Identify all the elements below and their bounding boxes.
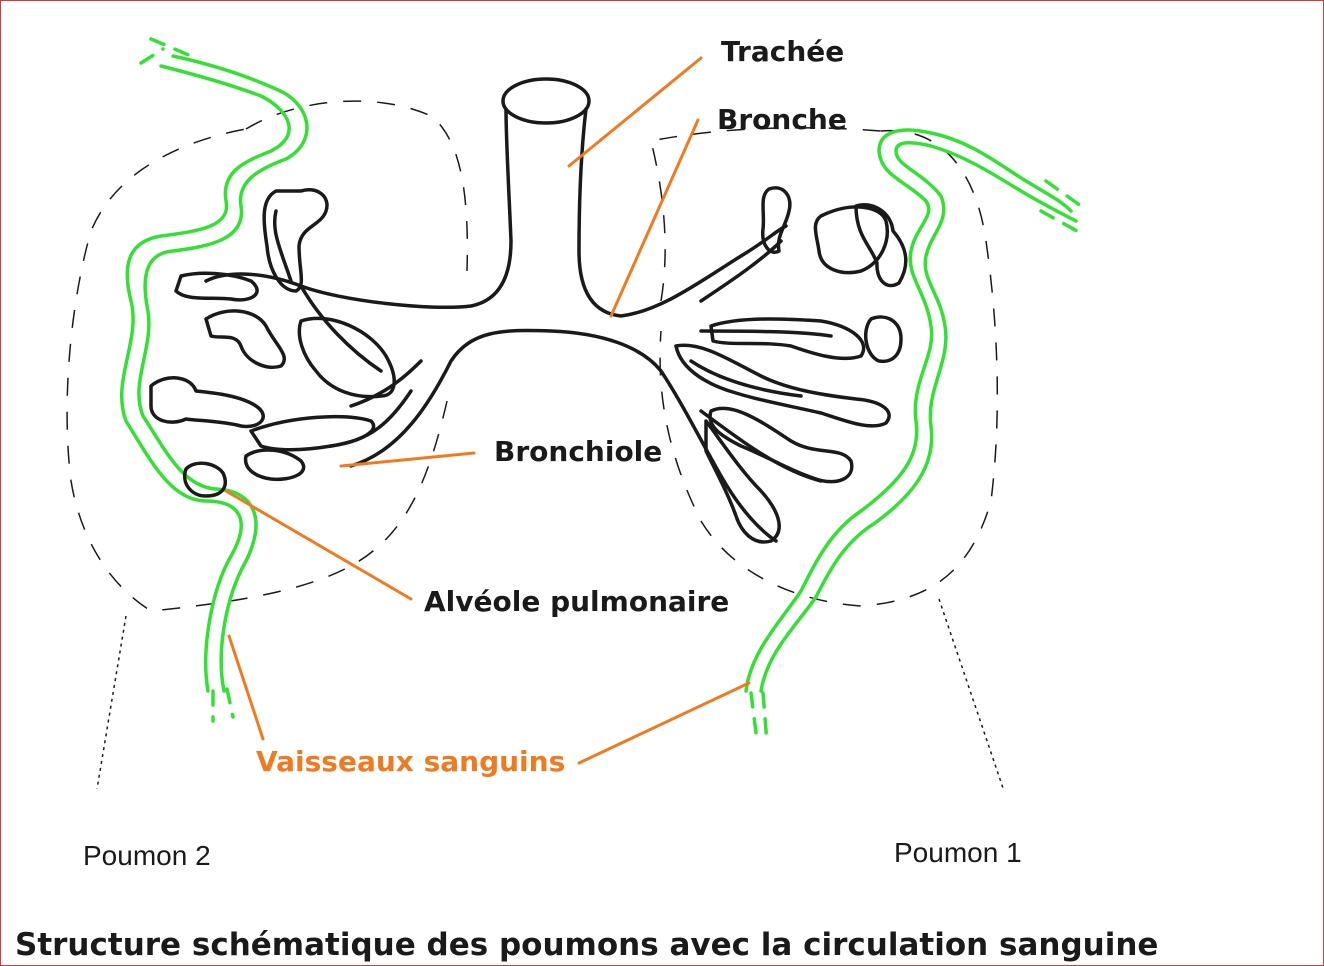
right-lobe-4: [711, 319, 864, 358]
leader-bronche: [611, 120, 698, 316]
trachea-opening: [503, 79, 589, 123]
right-vessel-end-bottom: [751, 693, 767, 743]
right-vessel-inner: [761, 143, 1076, 691]
left-lobe-7: [246, 450, 304, 479]
leader-vaisseaux-left: [229, 636, 263, 739]
figure-caption: Structure schématique des poumons avec l…: [15, 923, 1315, 966]
left-lobe-4: [299, 318, 394, 396]
label-poumon-1: Poumon 1: [894, 837, 1022, 868]
left-vessel-inner: [139, 56, 307, 691]
right-lobe-5: [866, 317, 901, 361]
airway-tree: [151, 79, 906, 542]
left-lobe-3: [206, 311, 284, 367]
leader-vaisseaux-right: [579, 683, 749, 763]
label-bronche: Bronche: [717, 103, 847, 136]
right-vessel-outer: [746, 130, 1071, 691]
right-lobe-3: [856, 205, 906, 286]
leader-bronchiole: [341, 453, 474, 466]
right-vessel-end-top: [1041, 181, 1086, 236]
trachea-tube: [206, 109, 786, 316]
label-trachee: Trachée: [721, 35, 844, 68]
left-branch-2: [331, 361, 421, 446]
label-vaisseaux: Vaisseaux sanguins: [256, 745, 565, 778]
label-poumon-2: Poumon 2: [83, 840, 211, 871]
leader-lines: [226, 58, 749, 763]
label-alveole: Alvéole pulmonaire: [424, 585, 729, 618]
leader-trachee: [569, 58, 701, 166]
right-lobe-7: [710, 408, 852, 481]
right-lung-pointer: [939, 599, 1004, 791]
label-bronchiole: Bronchiole: [494, 435, 662, 468]
left-lobe-6: [251, 417, 374, 450]
left-vessel-outer: [122, 66, 289, 691]
left-lung-pointer: [97, 616, 126, 789]
blood-vessels: [122, 39, 1086, 743]
left-vessel-end-bottom: [213, 689, 233, 721]
left-lobe-5: [151, 378, 263, 427]
right-lobe-1: [763, 188, 790, 252]
left-lobe-1: [264, 190, 327, 291]
